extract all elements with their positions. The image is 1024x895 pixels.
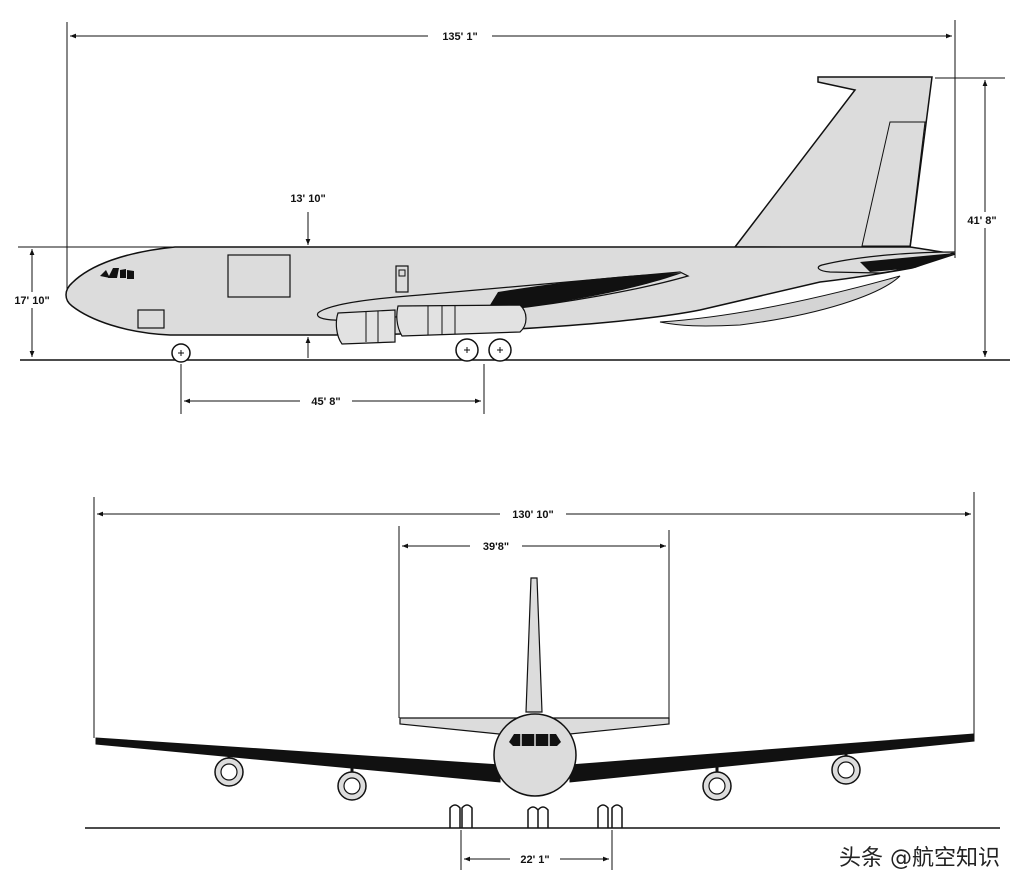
wing-shadow [490,273,682,308]
right-inboard-engine-front [702,760,732,801]
overall-height-label: 41' 8" [967,215,996,227]
vertical-fin [733,76,933,249]
nose-gear-front [527,806,549,828]
right-main-gear-front [597,804,623,828]
rudder-panel [861,121,926,247]
watermark-text: 头条 @航空知识 [839,846,1000,871]
fuselage-height-label: 17' 10" [14,295,49,307]
left-inboard-engine-front [337,760,367,801]
belly-fairing [659,275,901,327]
stabilizer-shadow [860,253,955,272]
landing-gear-front [449,804,623,828]
vertical-fin-front [525,577,543,713]
nose-gear-wheel [171,343,191,363]
main-gear-wheel-rear [488,338,512,362]
left-wing-front [95,737,501,783]
tailplane-span-label: 39'8" [483,541,509,553]
wheelbase-label: 45' 8" [311,396,340,408]
overall-length-label: 135' 1" [442,31,477,43]
cargo-door [227,254,291,298]
engine-pods-front [214,747,861,801]
right-outboard-engine-front [831,747,861,785]
outboard-engine-side [396,304,527,337]
left-main-gear-front [449,804,473,828]
forward-hatch [137,309,165,329]
engine-pods-side [335,304,527,345]
cockpit-windows [100,268,134,279]
windshield-front [509,734,561,746]
front-view: 130' 10" 39'8" 22' 1" [85,492,1000,870]
left-outboard-engine-front [214,748,244,787]
gear-track-label: 22' 1" [520,854,549,866]
fuselage-depth-label: 13' 10" [290,193,325,205]
wingspan-label: 130' 10" [512,509,553,521]
side-view: 135' 1" 41' 8" 17' 10" 13' 10" 45' 8" [6,20,1010,414]
fuselage-front [493,713,577,797]
main-gear-wheel-front [455,338,479,362]
right-wing-front [569,733,975,783]
